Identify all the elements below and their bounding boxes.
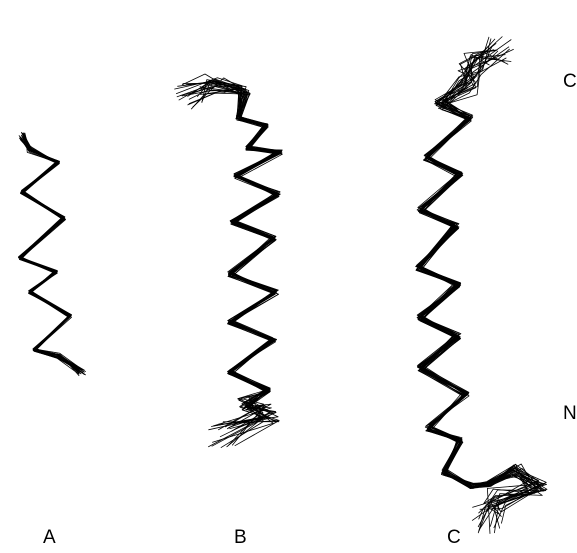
backbone-trace [418,52,546,530]
c-terminus-label: C [563,72,577,91]
backbone-trace [177,82,278,427]
backbone-trace [191,88,280,429]
helix-bundle-a [18,132,85,376]
backbone-trace [418,58,547,517]
backbone-trace [20,137,85,375]
backbone-trace [416,39,532,534]
backbone-trace [417,39,541,519]
backbone-trace [418,44,543,527]
backbone-trace [418,55,538,524]
n-terminus-label: N [563,404,577,423]
panel-label-a: A [43,528,56,547]
panel-label-b: B [234,528,247,547]
backbone-trace [418,37,544,510]
backbone-trace [201,82,282,426]
backbone-trace [21,134,83,372]
backbone-trace [416,51,546,504]
backbone-trace [417,49,529,528]
backbone-trace [189,86,280,429]
backbone-trace [417,50,538,515]
helix-bundle-c [416,37,547,534]
backbone-trace [19,135,84,372]
backbone-trace [419,55,539,512]
backbone-trace [19,135,85,375]
backbone-trace [417,51,544,507]
backbone-trace [200,87,278,437]
backbone-trace [188,91,282,430]
backbone-trace [19,136,81,375]
backbone-trace [193,78,283,423]
backbone-trace [20,140,86,372]
backbone-trace [418,55,544,528]
backbone-trace [417,50,538,514]
backbone-trace [416,49,540,510]
backbone-trace [187,79,280,427]
backbone-trace [21,139,79,376]
backbone-trace [418,57,539,503]
backbone-trace [417,58,535,504]
backbone-trace [418,40,541,521]
backbone-trace [420,47,542,534]
panel-label-c: C [447,528,461,547]
backbone-trace [418,49,530,527]
backbone-trace [416,50,547,532]
backbone-trace [417,37,530,533]
helix-bundle-b [174,74,282,448]
backbone-trace [19,138,79,374]
